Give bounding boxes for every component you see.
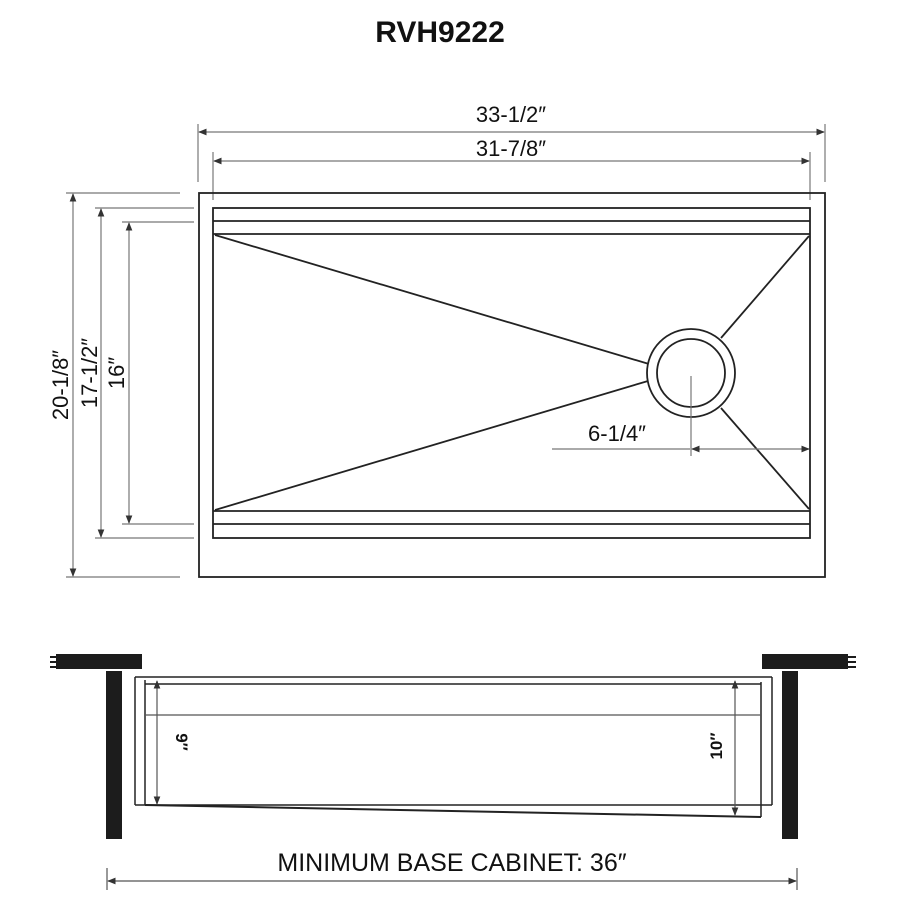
inner-depth-label: 17-1/2″ <box>77 338 102 408</box>
drain-icon <box>646 328 736 418</box>
left-countertop <box>50 654 142 839</box>
right-depth-label: 10″ <box>707 732 726 759</box>
drain-offset-dimension <box>552 376 810 456</box>
inner-depth-dimension <box>95 207 194 539</box>
inner-width-dimension <box>212 152 811 200</box>
model-title: RVH9222 <box>375 16 505 49</box>
left-depth-label: 9″ <box>172 733 191 751</box>
cabinet-label: MINIMUM BASE CABINET: 36″ <box>277 849 626 877</box>
sink-profile <box>134 676 773 818</box>
inner-width-label: 31-7/8″ <box>476 136 546 161</box>
overall-depth-label: 20-1/8″ <box>48 350 73 420</box>
sink-outline <box>198 192 826 578</box>
overall-width-label: 33-1/2″ <box>476 102 546 127</box>
top-view: 33-1/2″ 31-7/8″ 20-1/8″ 17-1/2″ 16″ <box>48 102 826 578</box>
drain-offset-label: 6-1/4″ <box>588 421 646 446</box>
bowl-depth-dimension <box>122 221 194 525</box>
cabinet-width-dimension <box>106 868 798 890</box>
side-view: 9″ 10″ MINIMUM BASE CABINET: 36″ <box>50 654 856 890</box>
right-countertop <box>762 654 856 839</box>
bowl-depth-label: 16″ <box>104 357 129 389</box>
overall-depth-dimension <box>66 192 180 578</box>
overall-width-dimension <box>197 124 826 182</box>
